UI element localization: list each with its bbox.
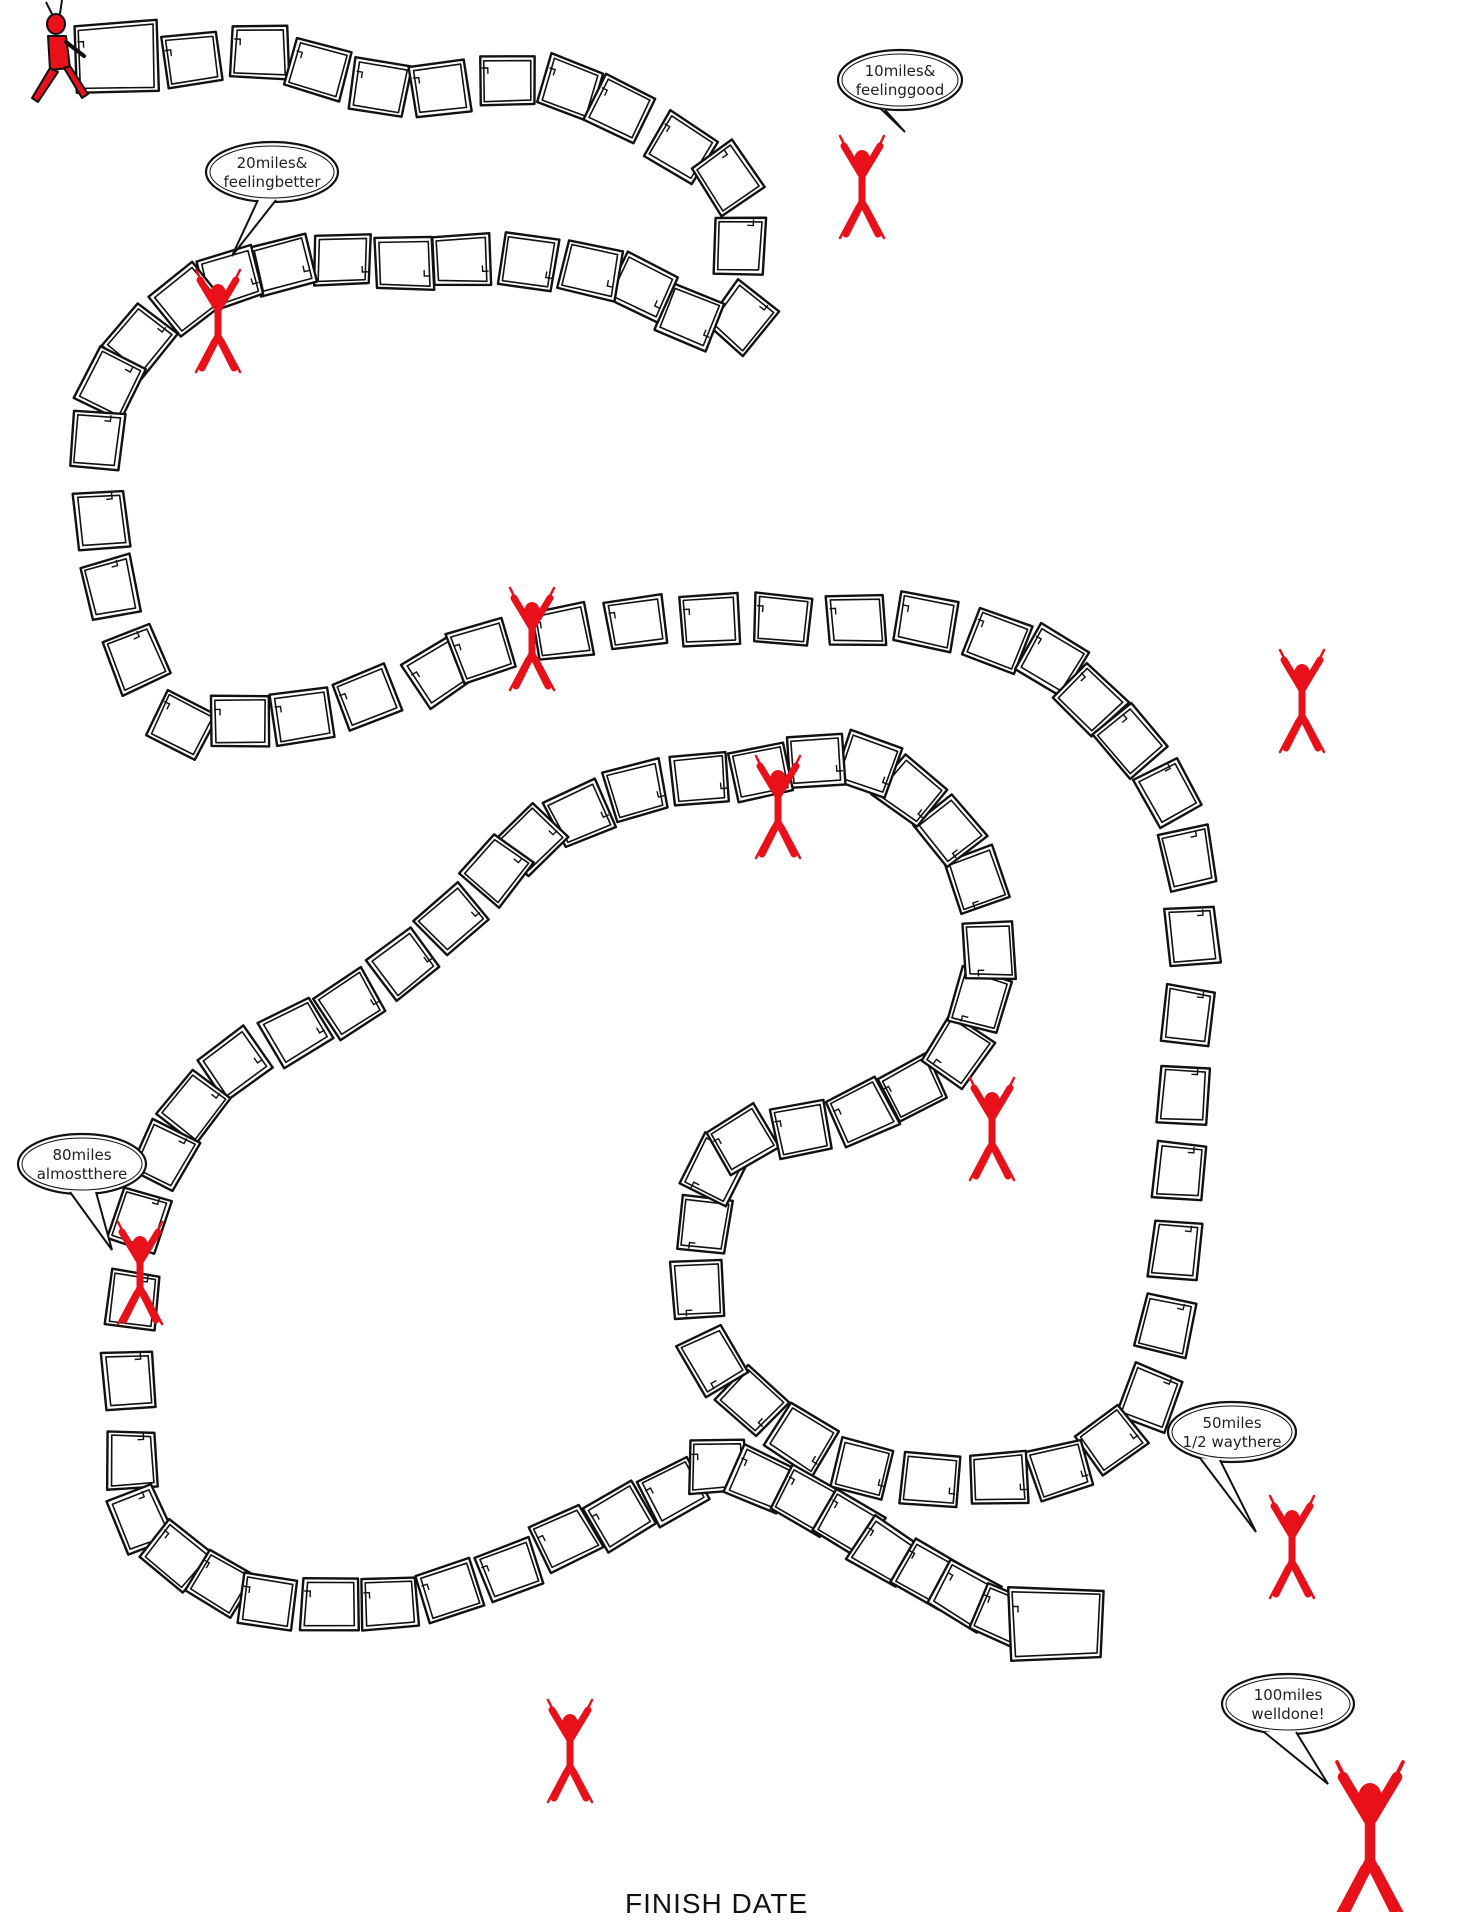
speech-bubble-text: 10miles& — [865, 62, 936, 80]
path-tile — [1024, 1436, 1094, 1502]
path-tile — [104, 1429, 157, 1490]
path-tile — [669, 752, 730, 807]
path-tiles — [69, 20, 1221, 1661]
speech-bubble-text: feelinggood — [856, 81, 945, 99]
path-tile — [602, 758, 671, 823]
path-tile — [713, 216, 766, 276]
path-tile — [1152, 1141, 1207, 1201]
speech-bubble-text: almostthere — [37, 1165, 128, 1183]
path-tile — [283, 37, 353, 102]
path-tile — [752, 592, 813, 645]
path-tile — [374, 237, 434, 291]
path-tile — [557, 240, 624, 302]
path-tile — [73, 488, 131, 552]
path-tile — [359, 1576, 419, 1630]
path-tile — [80, 553, 143, 622]
speech-bubble-text: feelingbetter — [223, 173, 321, 191]
speech-bubble-text: welldone! — [1251, 1705, 1324, 1723]
path-tile — [970, 1451, 1029, 1505]
path-tile — [313, 234, 372, 285]
speech-bubble-10: 10miles&feelinggood — [838, 50, 962, 132]
cheering-person-icon — [1280, 650, 1324, 752]
cheering-person-icon — [970, 1078, 1014, 1180]
path-tile — [331, 663, 402, 731]
path-tile — [145, 690, 218, 760]
path-tile — [432, 233, 492, 288]
path-tile — [679, 592, 741, 648]
path-tile — [498, 231, 560, 292]
path-tile — [770, 1100, 832, 1160]
path-tile — [962, 921, 1015, 981]
path-tile — [480, 55, 536, 105]
path-tile — [270, 687, 335, 746]
path-tile — [101, 1348, 157, 1411]
path-tile — [237, 1573, 297, 1631]
speech-bubble-text: 100miles — [1254, 1686, 1323, 1704]
speech-bubble-text: 20miles& — [237, 154, 308, 172]
path-tile — [230, 25, 290, 80]
path-tile — [474, 1537, 546, 1604]
running-man-icon — [32, 0, 88, 102]
path-tile — [603, 594, 668, 651]
path-tile — [1160, 984, 1215, 1046]
finish-cheering-person-icon — [1337, 1762, 1403, 1912]
path-tile — [826, 594, 887, 648]
finish-date-label: FINISH DATE — [625, 1888, 808, 1920]
path-tile — [1164, 905, 1221, 966]
path-tile — [300, 1578, 360, 1632]
cheering-person-icon — [756, 756, 800, 858]
path-tile — [670, 1260, 724, 1319]
path-tile — [408, 59, 471, 117]
path-tile — [892, 591, 960, 652]
path-tile — [99, 622, 172, 696]
path-tile — [347, 57, 412, 118]
path-tile — [211, 696, 269, 747]
speech-bubble-text: 1/2 waythere — [1183, 1433, 1282, 1451]
speech-bubble-text: 50miles — [1202, 1414, 1261, 1432]
path-tile — [1158, 824, 1219, 892]
path-tile — [899, 1452, 960, 1507]
speech-bubble-text: 80miles — [52, 1146, 111, 1164]
path-tile — [69, 409, 126, 471]
path-tile — [414, 1558, 484, 1623]
finish-tile — [1008, 1587, 1103, 1661]
path-tile — [1156, 1066, 1210, 1125]
start-tile — [74, 20, 159, 94]
cheering-person-icon — [1270, 1496, 1314, 1598]
path-tile — [161, 30, 223, 88]
cheering-person-icon — [840, 136, 884, 238]
path-tile — [1134, 1291, 1199, 1358]
path-tile — [1148, 1218, 1204, 1282]
cheering-person-icon — [548, 1700, 592, 1802]
path-tile — [787, 734, 846, 789]
